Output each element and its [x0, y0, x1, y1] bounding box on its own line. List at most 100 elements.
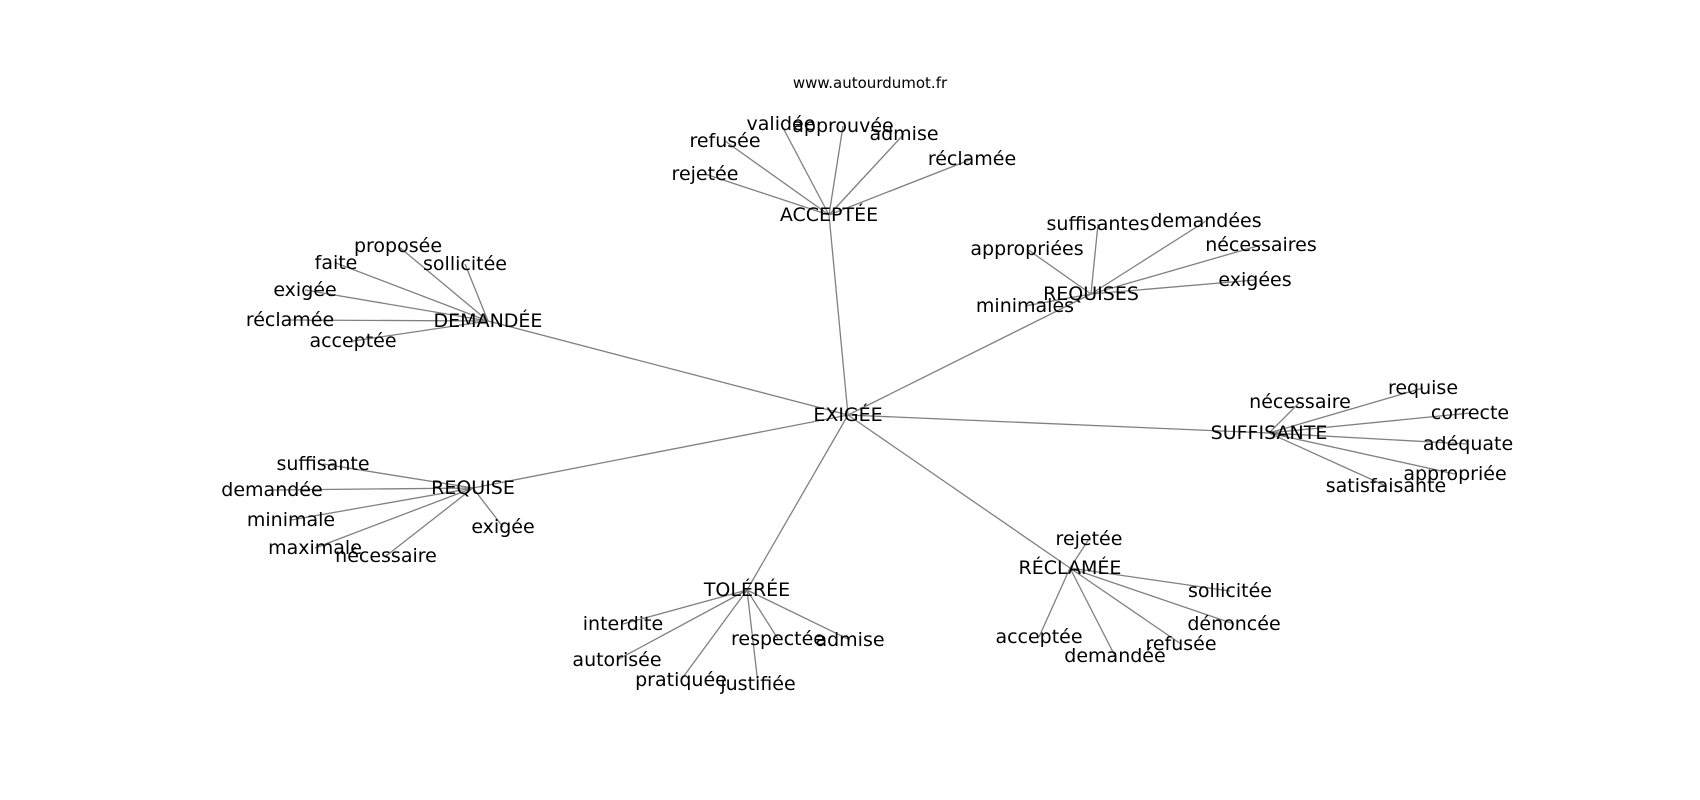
edge-demandee-d_exigee	[304, 289, 489, 322]
edge-toleree-t_pratiquee	[680, 589, 748, 681]
node-rs-demandees: demandées	[1150, 210, 1261, 232]
edge-requises-rs_demandees	[1090, 220, 1207, 295]
node-r-exigee: exigée	[471, 516, 534, 538]
node-exigee: EXIGÉE	[813, 403, 882, 426]
edge-exigee-toleree	[746, 414, 849, 591]
edge-demandee-d_sollicitee	[464, 263, 489, 322]
edge-demandee-d_proposee	[397, 245, 489, 322]
node-requise: REQUISE	[431, 477, 515, 499]
edge-requises-rs_appropriees	[1026, 248, 1092, 295]
node-r-demandee: demandée	[221, 479, 322, 501]
node-t-admise: admise	[815, 629, 884, 651]
node-s-correcte: correcte	[1431, 402, 1509, 424]
edge-exigee-demandee	[487, 320, 849, 416]
edge-exigee-reclamee	[847, 414, 1071, 569]
node-a-approuvee: approuvée	[792, 115, 893, 137]
node-acceptee: ACCEPTÉE	[780, 203, 878, 226]
node-d-sollicitee: sollicitée	[423, 253, 507, 275]
node-t-interdite: interdite	[583, 613, 663, 635]
node-t-autorisee: autorisée	[572, 649, 661, 671]
site-label: www.autourdumot.fr	[793, 74, 948, 92]
node-t-justifiee: justifiée	[719, 673, 795, 695]
edge-toleree-t_respectee	[746, 589, 779, 640]
node-rc-denoncee: dénoncée	[1187, 613, 1280, 635]
node-t-respectee: respectée	[731, 628, 825, 650]
edge-reclamee-rc_refusee	[1069, 567, 1182, 645]
node-d-faite: faite	[315, 252, 358, 274]
edge-requises-rs_suffisantes	[1090, 223, 1099, 295]
edge-reclamee-rc_demandee	[1069, 567, 1116, 657]
edge-acceptee-a_rejetee	[704, 173, 830, 216]
edge-requises-rs_exigees	[1090, 279, 1256, 295]
node-d-reclamee: réclamée	[246, 309, 334, 331]
node-rs-exigees: exigées	[1218, 269, 1291, 291]
node-rc-rejetee: rejetée	[1056, 528, 1123, 550]
node-r-maximale: maximale	[268, 537, 362, 559]
edge-suffisante-s_adequate	[1268, 432, 1469, 445]
edge-acceptee-a_validee	[780, 123, 830, 216]
node-r-suffisante: suffisante	[276, 453, 369, 475]
node-rs-minimales: minimales	[976, 295, 1074, 317]
edge-requises-rs_necessaires	[1090, 244, 1262, 295]
edge-demandee-d_acceptee	[352, 320, 489, 342]
edge-demandee-d_faite	[335, 262, 489, 322]
edge-requise-r_maximale	[314, 487, 474, 549]
edge-requises-rs_minimales	[1024, 293, 1092, 307]
edge-requise-r_exigee	[472, 487, 504, 528]
node-a-refusee: refusée	[689, 130, 760, 152]
edge-toleree-t_interdite	[622, 589, 748, 625]
node-s-adequate: adéquate	[1423, 433, 1513, 455]
node-rc-sollicitee: sollicitée	[1188, 580, 1272, 602]
edges-layer	[271, 123, 1471, 685]
edge-acceptee-a_refusee	[724, 140, 830, 216]
edge-exigee-requise	[472, 414, 849, 489]
edge-reclamee-rc_acceptee	[1038, 567, 1071, 638]
node-rs-suffisantes: suffisantes	[1047, 213, 1150, 235]
edge-requise-r_demandee	[271, 487, 474, 491]
edge-suffisante-s_necessaire	[1268, 401, 1301, 434]
node-rc-refusee: refusée	[1145, 633, 1216, 655]
node-a-validee: validée	[747, 113, 816, 135]
node-rs-appropriees: appropriées	[970, 238, 1083, 260]
edge-demandee-d_reclamee	[289, 319, 489, 322]
node-requises: REQUISES	[1043, 283, 1139, 305]
edge-reclamee-rc_sollicitee	[1069, 567, 1231, 592]
edge-requise-r_necessaire	[385, 487, 474, 557]
node-a-reclamee: réclamée	[928, 148, 1016, 170]
edge-suffisante-s_correcte	[1268, 412, 1471, 434]
node-s-requise: requise	[1388, 377, 1458, 399]
edge-suffisante-s_satisfaisante	[1268, 432, 1387, 487]
node-d-proposee: proposée	[354, 235, 442, 257]
node-s-satisfaisante: satisfaisante	[1326, 475, 1447, 497]
edge-toleree-t_autorisee	[616, 589, 748, 661]
edge-suffisante-s_appropriee	[1268, 432, 1456, 475]
edge-requise-r_suffisante	[322, 463, 474, 489]
edge-acceptee-a_approuvee	[828, 125, 844, 216]
node-s-necessaire: nécessaire	[1249, 391, 1351, 413]
node-toleree: TOLÉRÉE	[703, 578, 790, 601]
node-r-necessaire: nécessaire	[335, 545, 437, 567]
edge-toleree-t_admise	[746, 589, 851, 641]
edge-reclamee-rc_rejetee	[1069, 538, 1090, 569]
node-d-exigee: exigée	[273, 279, 336, 301]
edge-exigee-suffisante	[847, 414, 1270, 434]
edge-acceptee-a_admise	[828, 133, 905, 216]
node-suffisante: SUFFISANTE	[1211, 422, 1328, 444]
edge-exigee-requises	[847, 293, 1092, 416]
edge-requise-r_minimale	[290, 487, 474, 521]
node-a-admise: admise	[869, 123, 938, 145]
node-rc-demandee: demandée	[1064, 645, 1165, 667]
edge-acceptee-a_reclamee	[828, 158, 973, 216]
node-rc-acceptee: acceptée	[995, 626, 1082, 648]
edge-reclamee-rc_denoncee	[1069, 567, 1235, 625]
node-reclamee: RÉCLAMÉE	[1019, 556, 1122, 579]
node-r-minimale: minimale	[247, 509, 335, 531]
node-demandee: DEMANDÉE	[434, 309, 543, 332]
node-d-acceptee: acceptée	[309, 330, 396, 352]
edge-exigee-acceptee	[828, 214, 849, 416]
edge-suffisante-s_requise	[1268, 387, 1424, 434]
node-s-appropriee: appropriée	[1403, 463, 1506, 485]
node-rs-necessaires: nécessaires	[1205, 234, 1317, 256]
